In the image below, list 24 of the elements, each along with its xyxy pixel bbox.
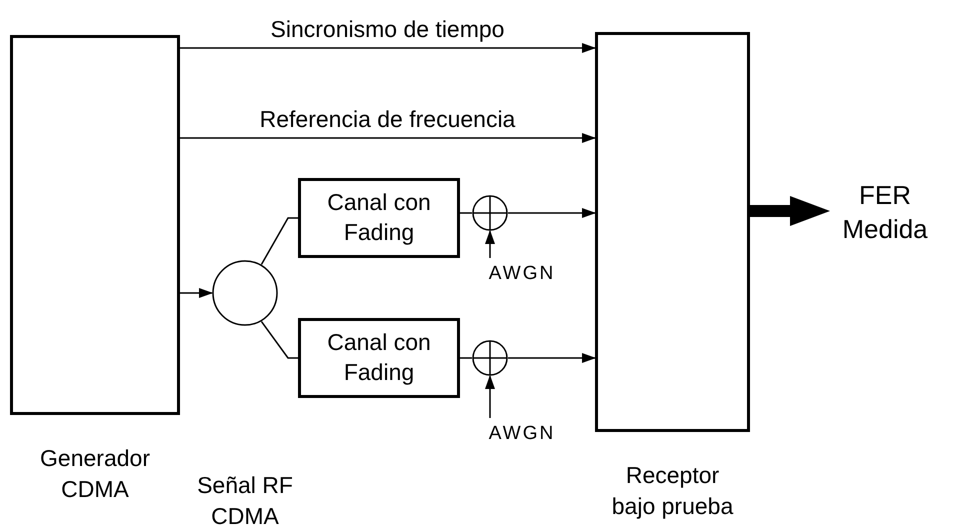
edge-label: Sincronismo de tiempo — [270, 16, 504, 43]
signal-label: FER Medida — [841, 179, 929, 246]
box-caption: Receptor bajo prueba — [610, 461, 734, 522]
arrow — [508, 353, 596, 363]
signal-label: Señal RF CDMA — [196, 471, 294, 529]
process-box — [298, 178, 460, 258]
process-box — [298, 318, 460, 398]
arrow — [180, 133, 596, 143]
box-label: Canal con Fading — [326, 328, 432, 387]
arrow — [485, 375, 495, 418]
connector-line — [260, 321, 298, 359]
arrow — [485, 230, 495, 258]
signal-label: AWGN — [488, 422, 556, 446]
box-label: Canal con Fading — [326, 188, 432, 247]
edge-label: Referencia de frecuencia — [260, 106, 516, 133]
arrow — [180, 288, 213, 298]
connector-line — [460, 212, 472, 214]
arrow — [180, 43, 596, 53]
connector-line — [460, 357, 472, 359]
signal-label: AWGN — [488, 262, 556, 286]
arrow — [750, 196, 830, 226]
arrow — [508, 208, 596, 218]
connector-line — [260, 217, 298, 265]
box-caption: Generador CDMA — [39, 444, 151, 504]
